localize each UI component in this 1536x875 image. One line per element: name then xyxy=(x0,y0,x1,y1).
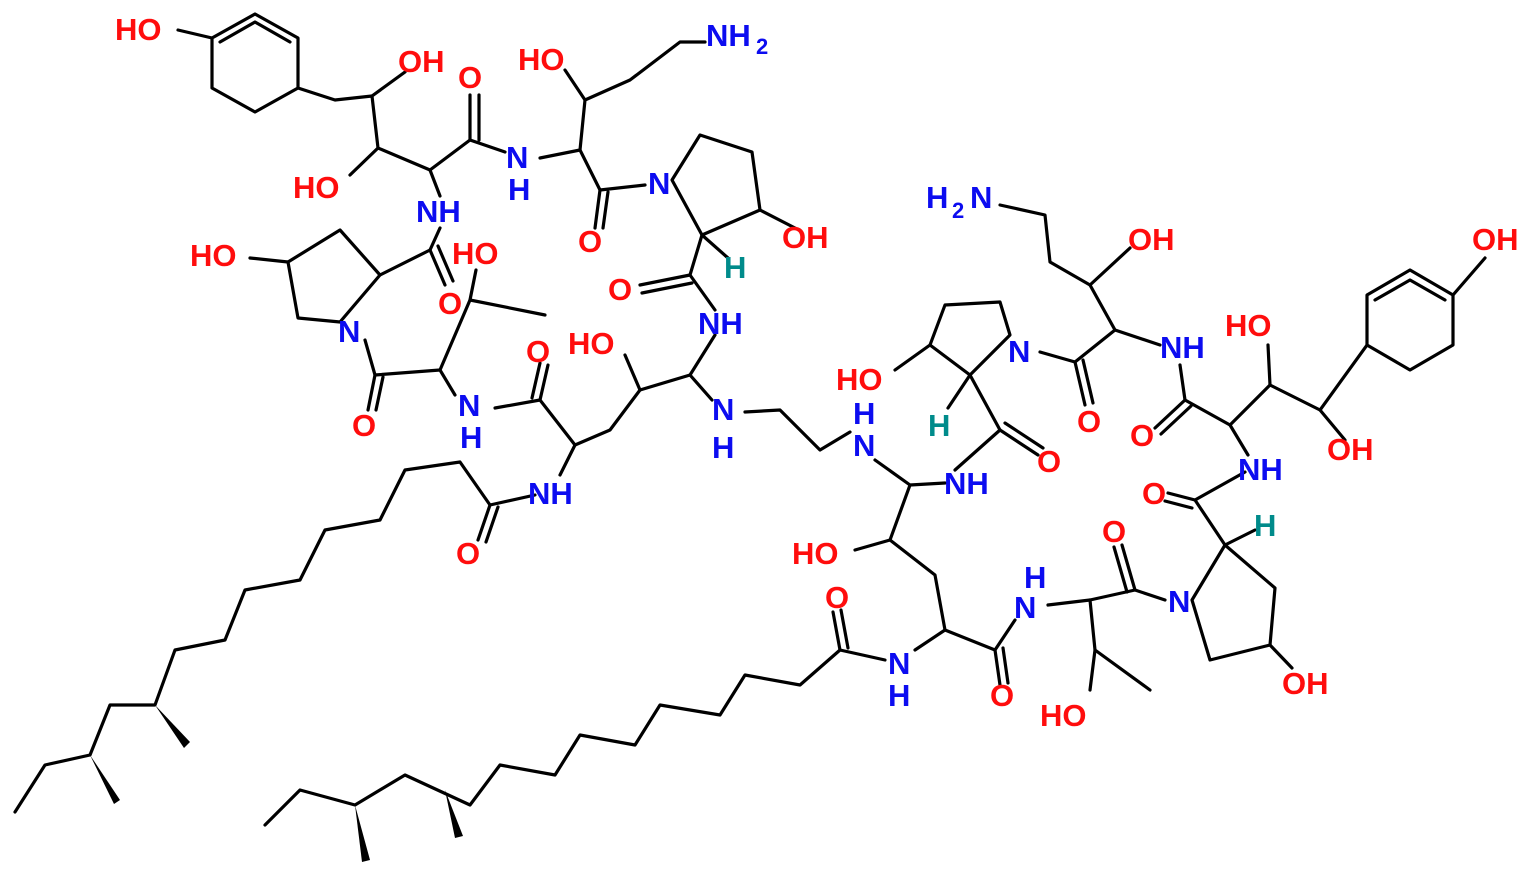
pyrrolidine-4 xyxy=(1190,543,1277,662)
stereo-h: H xyxy=(1254,508,1276,543)
atom-h: H xyxy=(853,396,875,431)
atom-h: H xyxy=(712,430,734,465)
atom-n: N xyxy=(1014,590,1036,625)
atom-nh: NH xyxy=(416,194,461,229)
atom-n: N xyxy=(712,392,734,427)
stereo-h: H xyxy=(928,408,950,443)
lipid-chain-left xyxy=(13,460,537,814)
atom-h: H xyxy=(508,172,530,207)
pyrrolidine-1 xyxy=(670,133,762,237)
atom-nh: NH xyxy=(1238,452,1283,487)
subscript-2: 2 xyxy=(952,198,964,223)
atom-nh: NH xyxy=(944,466,989,501)
pyrrolidine-3 xyxy=(928,300,1012,377)
atom-o: O xyxy=(1130,418,1154,453)
atom-o: O xyxy=(825,580,849,615)
atom-n: N xyxy=(648,166,670,201)
atom-o: O xyxy=(990,678,1014,713)
atom-o: O xyxy=(1037,444,1061,479)
atom-oh: OH xyxy=(1282,666,1329,701)
atom-n: N xyxy=(1008,334,1030,369)
atom-nh: NH xyxy=(1160,330,1205,365)
atom-o: O xyxy=(438,286,462,321)
lipid-chain-right xyxy=(263,648,887,827)
atom-ho: HO xyxy=(836,362,883,397)
atom-n: N xyxy=(970,180,992,215)
subscript-2: 2 xyxy=(756,34,768,59)
atom-o: O xyxy=(1142,476,1166,511)
atom-nh: NH xyxy=(698,306,743,341)
atom-ho: HO xyxy=(293,170,340,205)
atom-ho: HO xyxy=(518,42,565,77)
atom-ho: HO xyxy=(1040,698,1087,733)
atom-o: O xyxy=(526,334,550,369)
atom-ho: HO xyxy=(1225,308,1272,343)
atom-n: N xyxy=(458,388,480,423)
atom-n: N xyxy=(506,140,528,175)
atom-o: O xyxy=(1077,404,1101,439)
atom-ho: HO xyxy=(792,536,839,571)
atom-nh: NH xyxy=(528,476,573,511)
atom-o: O xyxy=(578,224,602,259)
atom-h: H xyxy=(888,678,910,713)
atom-n: N xyxy=(888,646,910,681)
atom-ho: HO xyxy=(568,326,615,361)
atom-oh: OH xyxy=(1327,432,1374,467)
atom-o: O xyxy=(1102,514,1126,549)
atom-ho: HO xyxy=(452,236,499,271)
atom-oh: OH xyxy=(782,220,829,255)
atom-ho: HO xyxy=(190,238,237,273)
atom-o: O xyxy=(608,272,632,307)
atom-nh2-left: NH xyxy=(706,18,751,53)
atom-o: O xyxy=(456,536,480,571)
stereo-h: H xyxy=(724,250,746,285)
atom-oh: OH xyxy=(398,44,445,79)
atom-n: N xyxy=(1168,584,1190,619)
atom-o: O xyxy=(352,408,376,443)
atom-h2n-right: H xyxy=(926,180,948,215)
atom-h: H xyxy=(460,420,482,455)
atom-n: N xyxy=(853,428,875,463)
atom-oh-phenol-right: OH xyxy=(1472,222,1519,257)
pyrrolidine-2 xyxy=(286,228,382,324)
atom-h: H xyxy=(1024,560,1046,595)
atom-n: N xyxy=(338,314,360,349)
atom-o: O xyxy=(458,60,482,95)
atom-oh: OH xyxy=(1128,222,1175,257)
atom-oh-phenol-left: HO xyxy=(115,12,162,47)
